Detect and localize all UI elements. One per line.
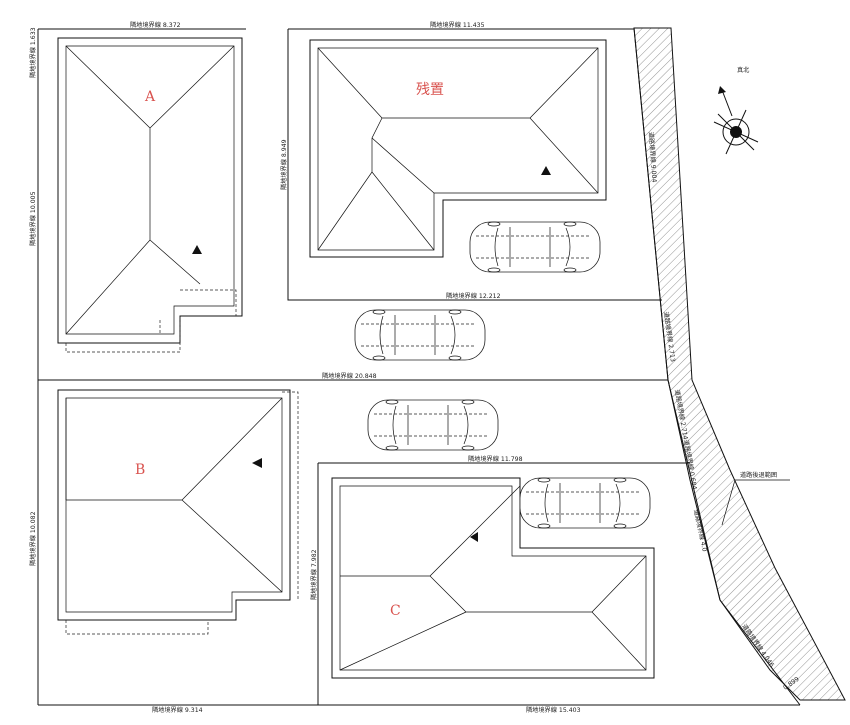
boundary-label-top-right: 隣地境界線 11.435 [430,21,485,29]
boundary-label-bottom-right: 隣地境界線 15.403 [526,706,581,714]
car-4 [519,477,651,529]
boundary-label-left-a: 隣地境界線 10.005 [29,191,37,246]
entrance-marker-retained [541,166,551,175]
boundary-label-mid-lower: 隣地境界線 11.798 [468,455,523,463]
boundary-label-left-c: 隣地境界線 7.982 [310,549,318,600]
car-3 [367,399,499,451]
house-c [331,477,655,679]
entrance-marker-b [252,458,262,468]
road-note: 道路後退範囲 [740,471,777,479]
boundary-label-left-top-corner: 隣地境界線 1.633 [29,27,37,78]
boundary-label-left-b: 隣地境界線 10.082 [29,511,37,566]
road-note-leader [721,479,790,526]
north-label: 真北 [737,66,750,74]
boundary-label-mid-upper: 隣地境界線 12.212 [446,292,501,300]
lot-label-b: B [135,462,145,478]
boundary-label-right-upper: 道路境界線 9.004 [647,132,659,183]
lot-label-a: A [144,89,156,105]
house-a [57,37,243,353]
lot-label-c: C [390,603,401,619]
boundary-lines [37,27,801,706]
car-1 [469,221,601,273]
boundary-label-bottom-left: 隣地境界線 9.314 [152,706,203,714]
house-retained [309,39,607,258]
car-2 [354,309,486,361]
lot-label-retained: 残置 [416,82,444,98]
house-b [57,389,299,635]
boundary-label-top-left: 隣地境界線 8.372 [130,21,181,29]
entrance-marker-c [470,532,478,542]
entrance-marker-a [192,245,202,254]
boundary-label-left-retained: 隣地境界線 8.949 [280,139,288,190]
north-compass-icon [713,86,759,155]
boundary-label-mid-full: 隣地境界線 20.848 [322,372,377,380]
